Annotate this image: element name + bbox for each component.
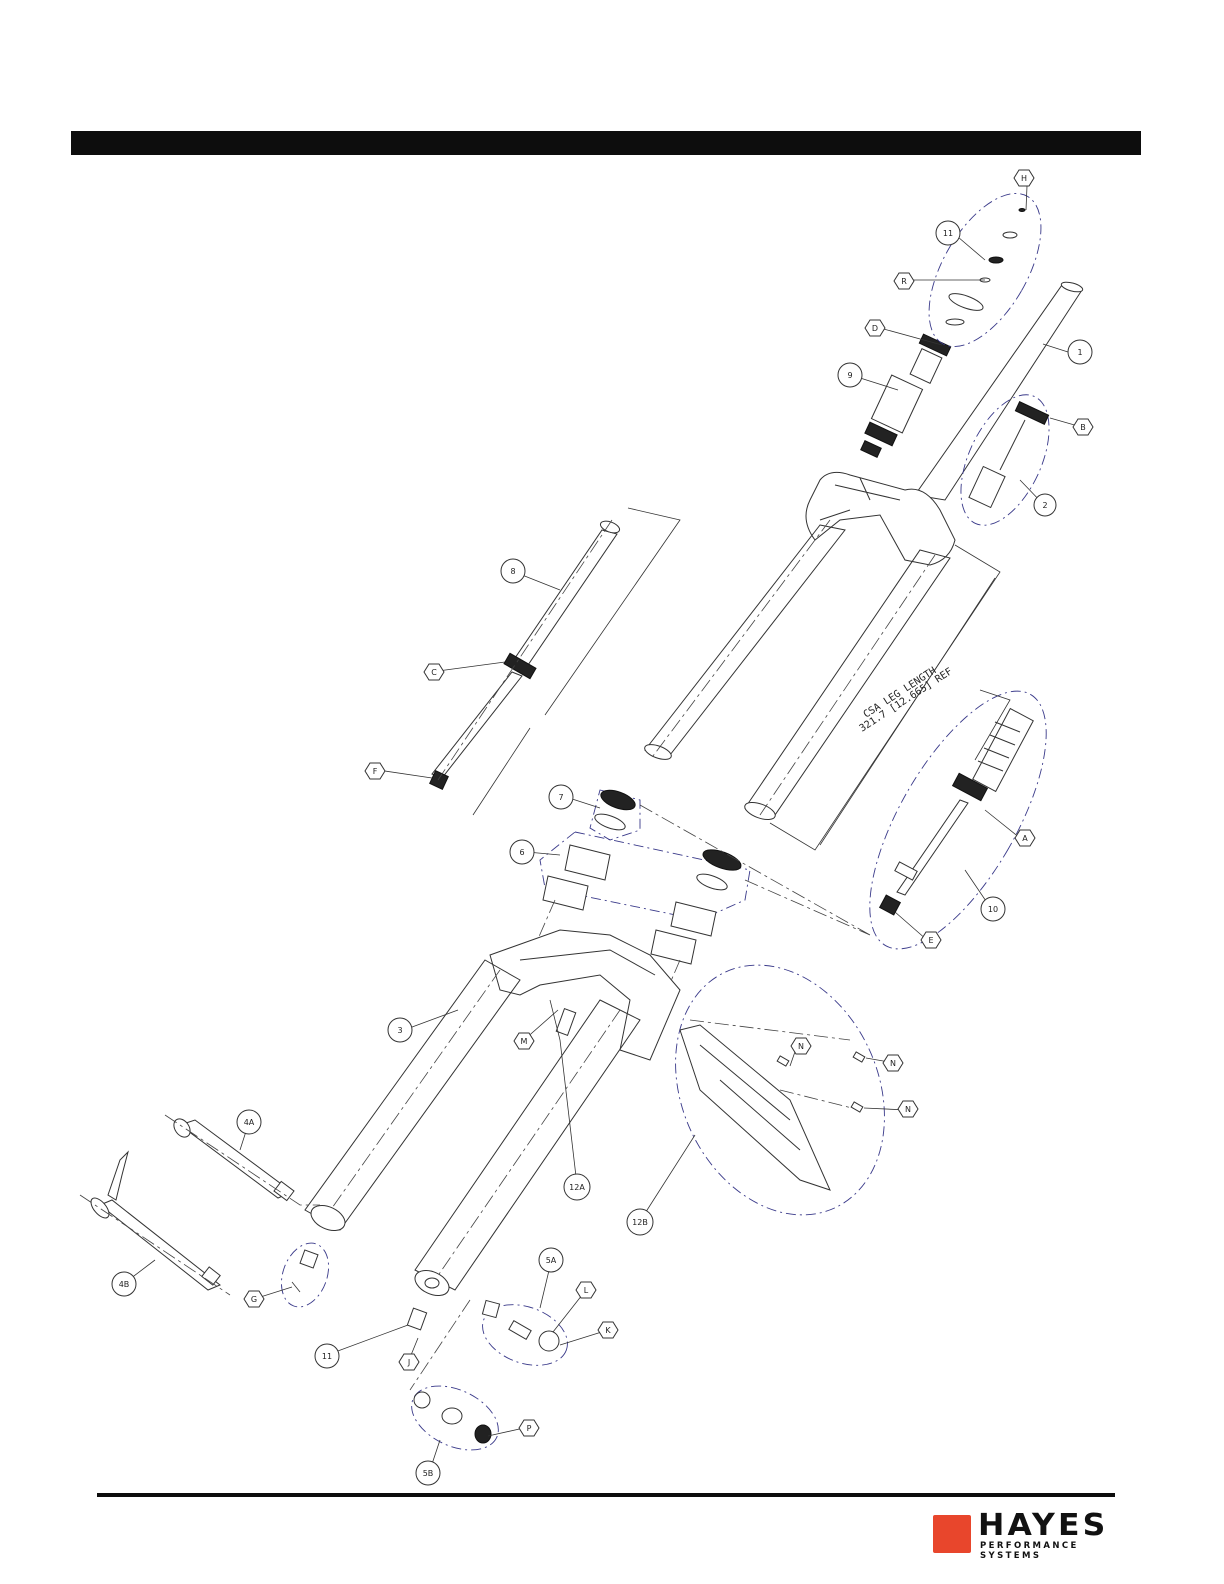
- callout-E: E: [921, 932, 941, 948]
- damper-foot-group-5A: [474, 1294, 576, 1377]
- callout-3: 3: [388, 1018, 412, 1042]
- callout-6: 6: [510, 840, 534, 864]
- callout-4B: 4B: [112, 1272, 136, 1296]
- svg-text:4B: 4B: [119, 1280, 130, 1289]
- fender-group-12B: [636, 931, 924, 1249]
- svg-text:G: G: [251, 1295, 257, 1304]
- svg-text:2: 2: [1042, 501, 1047, 510]
- hayes-logo: HAYES PERFORMANCE SYSTEMS: [930, 1512, 1120, 1556]
- callout-H: H: [1014, 170, 1034, 186]
- callout-4A: 4A: [237, 1110, 261, 1134]
- callout-11-top: 11: [936, 221, 960, 245]
- svg-text:5B: 5B: [423, 1469, 434, 1478]
- svg-text:10: 10: [988, 905, 998, 914]
- callout-5B: 5B: [416, 1461, 440, 1485]
- callout-2: 2: [1034, 494, 1056, 516]
- svg-text:B: B: [1080, 423, 1086, 432]
- svg-text:F: F: [373, 767, 378, 776]
- logo-tagline: PERFORMANCE SYSTEMS: [980, 1541, 1120, 1561]
- svg-text:11: 11: [322, 1352, 332, 1361]
- callout-M: M: [514, 1033, 534, 1049]
- svg-text:N: N: [798, 1042, 804, 1051]
- callout-11-bottom: 11: [315, 1344, 339, 1368]
- footer-rule: [97, 1493, 1115, 1497]
- svg-text:N: N: [905, 1105, 911, 1114]
- svg-text:A: A: [1022, 834, 1028, 843]
- callout-8: 8: [501, 559, 525, 583]
- logo-wordmark: HAYES: [978, 1509, 1108, 1543]
- svg-text:12A: 12A: [569, 1183, 585, 1192]
- callout-1: 1: [1068, 340, 1092, 364]
- lower-leg-casting-part-3: [305, 930, 680, 1301]
- callout-12A: 12A: [564, 1174, 590, 1200]
- svg-text:K: K: [605, 1326, 611, 1335]
- logo-mark-icon: [933, 1515, 971, 1553]
- callout-K: K: [598, 1322, 618, 1338]
- callout-P: P: [519, 1420, 539, 1436]
- svg-text:3: 3: [397, 1026, 402, 1035]
- callout-N-3: N: [898, 1101, 918, 1117]
- callout-7: 7: [549, 785, 573, 809]
- callout-N-1: N: [791, 1038, 811, 1054]
- svg-text:N: N: [890, 1059, 896, 1068]
- svg-text:P: P: [527, 1424, 532, 1433]
- callout-C: C: [424, 664, 444, 680]
- svg-text:11: 11: [943, 229, 953, 238]
- callout-9: 9: [838, 363, 862, 387]
- callout-R: R: [894, 273, 914, 289]
- svg-text:4A: 4A: [244, 1118, 255, 1127]
- callout-B: B: [1073, 419, 1093, 435]
- seal-kit-6-7: [520, 786, 870, 1030]
- svg-text:C: C: [431, 668, 437, 677]
- svg-text:6: 6: [519, 848, 524, 857]
- svg-text:8: 8: [510, 567, 515, 576]
- leader-lines: [126, 186, 1078, 1470]
- callout-D: D: [865, 320, 885, 336]
- callout-G: G: [244, 1291, 264, 1307]
- leg-length-dimension: CSA LEG LENGTH 321.7 [12.665] REF: [770, 545, 1000, 850]
- svg-text:M: M: [521, 1037, 528, 1046]
- svg-text:1: 1: [1077, 348, 1082, 357]
- svg-text:5A: 5A: [546, 1256, 557, 1265]
- svg-text:R: R: [901, 277, 907, 286]
- callout-J: J: [399, 1354, 419, 1370]
- dimension-line2: 321.7 [12.665] REF: [858, 666, 955, 734]
- svg-text:12B: 12B: [632, 1218, 648, 1227]
- callout-A: A: [1015, 830, 1035, 846]
- svg-text:E: E: [928, 936, 933, 945]
- callout-10: 10: [981, 897, 1005, 921]
- callouts: 1 2 3 4A 4B 5A 5B 6 7 8 9 10 11 11 12A 1…: [112, 170, 1093, 1485]
- svg-text:J: J: [407, 1358, 410, 1367]
- svg-text:9: 9: [847, 371, 852, 380]
- svg-text:7: 7: [558, 793, 563, 802]
- axle-nut-group-11: [273, 1236, 427, 1329]
- callout-N-2: N: [883, 1055, 903, 1071]
- callout-L: L: [576, 1282, 596, 1298]
- callout-5A: 5A: [539, 1248, 563, 1272]
- callout-F: F: [365, 763, 385, 779]
- svg-text:L: L: [584, 1286, 589, 1295]
- top-cap-group-11: [906, 175, 1064, 364]
- damper-cartridge-part-9: [861, 334, 951, 457]
- axle-part-4B: [80, 1152, 230, 1295]
- svg-text:D: D: [872, 324, 878, 333]
- damper-shaft-part-8: [430, 508, 680, 815]
- svg-text:H: H: [1021, 174, 1027, 183]
- callout-12B: 12B: [627, 1209, 653, 1235]
